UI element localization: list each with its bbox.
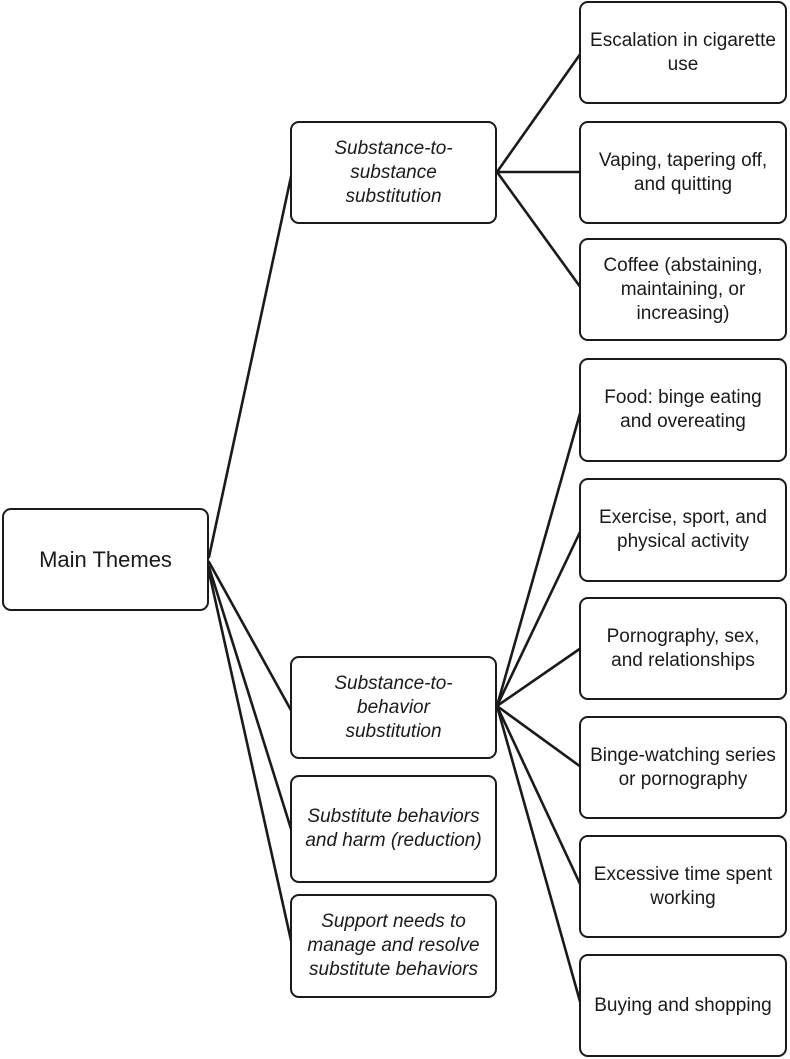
connector-root-theme-1 bbox=[207, 170, 294, 559]
subtheme-label: Binge-watching series or pornography bbox=[590, 744, 776, 790]
connector-theme2-sub-1 bbox=[495, 408, 583, 708]
connector-theme2-sub-2 bbox=[495, 528, 583, 708]
connector-root-theme-4 bbox=[207, 570, 294, 947]
subtheme-node-coffee: Coffee (abstaining, maintaining, or incr… bbox=[579, 238, 787, 341]
theme-label: Substance-to-behavior substitution bbox=[334, 672, 453, 742]
subtheme-node-working: Excessive time spent working bbox=[579, 835, 787, 938]
theme-label: Support needs to manage and resolve subs… bbox=[307, 911, 480, 980]
subtheme-node-binge-watching: Binge-watching series or pornography bbox=[579, 716, 787, 819]
root-node-main-themes: Main Themes bbox=[2, 508, 209, 611]
connector-theme2-sub-5 bbox=[495, 704, 583, 888]
connector-theme2-sub-4 bbox=[495, 704, 583, 769]
subtheme-node-food: Food: binge eating and overeating bbox=[579, 358, 787, 462]
connector-theme2-sub-6 bbox=[495, 704, 583, 1007]
subtheme-label: Exercise, sport, and physical activity bbox=[599, 507, 767, 552]
subtheme-label: Food: binge eating and overeating bbox=[604, 387, 762, 432]
theme-node-substance-to-behavior: Substance-to-behavior substitution bbox=[290, 656, 497, 759]
connector-theme1-sub-1 bbox=[495, 51, 583, 174]
subtheme-label: Coffee (abstaining, maintaining, or incr… bbox=[603, 254, 763, 324]
subtheme-node-pornography-sex: Pornography, sex, and relationships bbox=[579, 597, 787, 700]
subtheme-node-cigarette: Escalation in cigarette use bbox=[579, 1, 787, 104]
subtheme-node-exercise: Exercise, sport, and physical activity bbox=[579, 478, 787, 582]
theme-node-support-needs: Support needs to manage and resolve subs… bbox=[290, 894, 497, 998]
connector-theme2-sub-3 bbox=[495, 646, 583, 708]
subtheme-label: Buying and shopping bbox=[594, 994, 772, 1016]
subtheme-label: Pornography, sex, and relationships bbox=[606, 625, 760, 671]
theme-label: Substitute behaviors and harm (reduction… bbox=[305, 806, 482, 851]
connector-root-theme-2 bbox=[207, 560, 294, 714]
subtheme-label: Excessive time spent working bbox=[593, 863, 773, 909]
connector-theme1-sub-3 bbox=[495, 170, 583, 290]
connector-root-theme-3 bbox=[207, 565, 294, 834]
subtheme-node-vaping: Vaping, tapering off, and quitting bbox=[579, 121, 787, 224]
theme-node-harm-reduction: Substitute behaviors and harm (reduction… bbox=[290, 775, 497, 883]
root-label: Main Themes bbox=[39, 546, 172, 572]
theme-node-substance-to-substance: Substance-to-substance substitution bbox=[290, 121, 497, 224]
subtheme-label: Escalation in cigarette use bbox=[590, 29, 776, 75]
subtheme-label: Vaping, tapering off, and quitting bbox=[598, 149, 768, 195]
subtheme-node-shopping: Buying and shopping bbox=[579, 954, 787, 1057]
theme-label: Substance-to-substance substitution bbox=[334, 137, 453, 207]
